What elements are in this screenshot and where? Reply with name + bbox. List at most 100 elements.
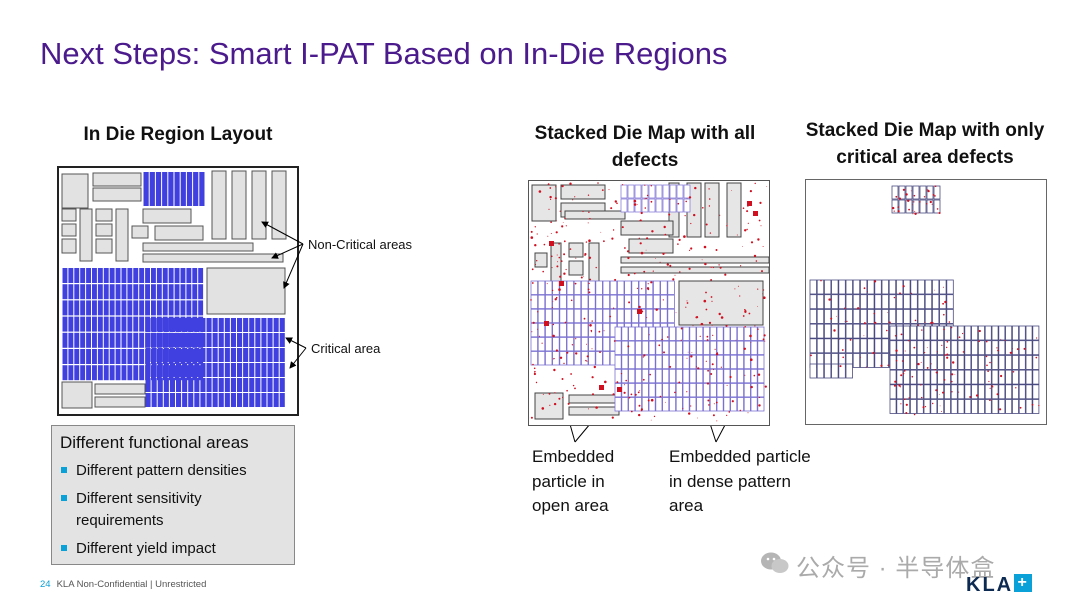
- die-cell: [917, 294, 925, 310]
- die-cell: [730, 354, 738, 370]
- defect-dot: [559, 356, 563, 359]
- defect-dot: [664, 252, 666, 254]
- die-cell: [823, 308, 832, 324]
- die-cell: [573, 280, 582, 295]
- defect-dot: [645, 249, 647, 251]
- classification: KLA Non-Confidential | Unrestricted: [56, 579, 207, 590]
- die-cell: [628, 354, 636, 370]
- die-cell: [874, 294, 882, 310]
- die-cell: [696, 340, 704, 356]
- defect-dot: [561, 185, 564, 188]
- defect-dot: [666, 336, 669, 338]
- noncritical-block: [61, 223, 77, 237]
- critical-cell: [103, 349, 109, 364]
- critical-cell: [157, 393, 163, 407]
- defect-dot: [757, 238, 760, 241]
- defect-dot: [680, 339, 682, 341]
- defect-dot: [715, 353, 719, 356]
- die-cell: [609, 294, 618, 309]
- defect-dot: [561, 225, 564, 228]
- defect-dot: [905, 412, 908, 414]
- die-cell: [937, 384, 945, 400]
- critical-cell: [206, 363, 212, 377]
- die-cell: [662, 397, 670, 412]
- defect-dot: [609, 315, 612, 318]
- die-cell: [682, 368, 690, 384]
- die-cell: [628, 397, 636, 412]
- defect-dot: [910, 292, 913, 294]
- defect-dot: [757, 306, 758, 307]
- defect-dot: [839, 339, 841, 340]
- defect-dot: [724, 273, 727, 276]
- defect-dot: [706, 339, 709, 341]
- critical-cell: [156, 268, 162, 283]
- noncritical-block: [95, 223, 113, 237]
- defect-dot: [562, 396, 564, 398]
- die-cell: [552, 308, 560, 324]
- die-block: [678, 280, 764, 326]
- critical-cell: [279, 318, 285, 332]
- die-cell: [937, 354, 945, 370]
- defect-dot: [589, 324, 592, 327]
- defect-dot: [936, 208, 939, 210]
- critical-cell: [145, 318, 151, 332]
- critical-cell: [127, 268, 133, 283]
- critical-cell: [145, 348, 151, 362]
- defect-dot: [558, 288, 561, 291]
- critical-cell: [198, 284, 204, 300]
- die-cell: [896, 308, 904, 324]
- noncritical-block: [206, 267, 286, 315]
- defect-dot: [712, 334, 714, 336]
- defect-dot: [586, 360, 588, 362]
- defect-dot: [942, 286, 944, 288]
- defect-dot: [744, 374, 746, 376]
- critical-cell: [249, 393, 255, 407]
- defect-dot: [920, 384, 922, 386]
- defect-dot: [650, 185, 652, 187]
- die-cell: [831, 294, 839, 310]
- die-cell: [912, 185, 920, 200]
- critical-cell: [174, 268, 180, 283]
- defect-dot: [574, 387, 576, 390]
- critical-cell: [255, 363, 261, 377]
- critical-cell: [200, 393, 206, 407]
- defect-dot: [946, 353, 949, 356]
- die-cell: [628, 368, 636, 384]
- die-cell: [852, 279, 861, 295]
- critical-cell: [188, 363, 194, 377]
- defect-dot: [587, 194, 590, 196]
- critical-cell: [176, 348, 182, 362]
- critical-cell: [133, 284, 139, 300]
- critical-cell: [139, 300, 145, 316]
- critical-cell: [151, 378, 157, 392]
- die-cell: [660, 280, 668, 295]
- defect-dot: [556, 254, 558, 256]
- die-cell: [998, 325, 1006, 341]
- defect-dot: [713, 403, 715, 405]
- defect-cluster: [747, 201, 752, 206]
- defect-dot: [647, 399, 650, 402]
- defect-dot: [672, 278, 675, 281]
- defect-dot: [552, 323, 555, 326]
- defect-dot: [552, 301, 554, 303]
- die-cell: [816, 338, 825, 354]
- die-cell: [631, 294, 639, 309]
- die-cell: [852, 338, 861, 354]
- critical-cell: [279, 393, 285, 407]
- die-cell: [1018, 384, 1026, 400]
- defect-dot: [921, 329, 923, 331]
- defect-dot: [978, 329, 981, 333]
- critical-cell: [103, 268, 109, 283]
- critical-cell: [68, 365, 74, 381]
- defect-dot: [555, 220, 557, 222]
- die-cell: [669, 198, 677, 213]
- critical-cell: [176, 393, 182, 407]
- defect-dot: [663, 351, 665, 354]
- defect-dot: [595, 406, 598, 409]
- die-cell: [889, 399, 897, 414]
- die-cell: [964, 354, 972, 370]
- defect-dot: [553, 358, 555, 360]
- defect-dot: [589, 278, 592, 281]
- die-cell: [891, 199, 899, 214]
- die-cell: [845, 323, 853, 339]
